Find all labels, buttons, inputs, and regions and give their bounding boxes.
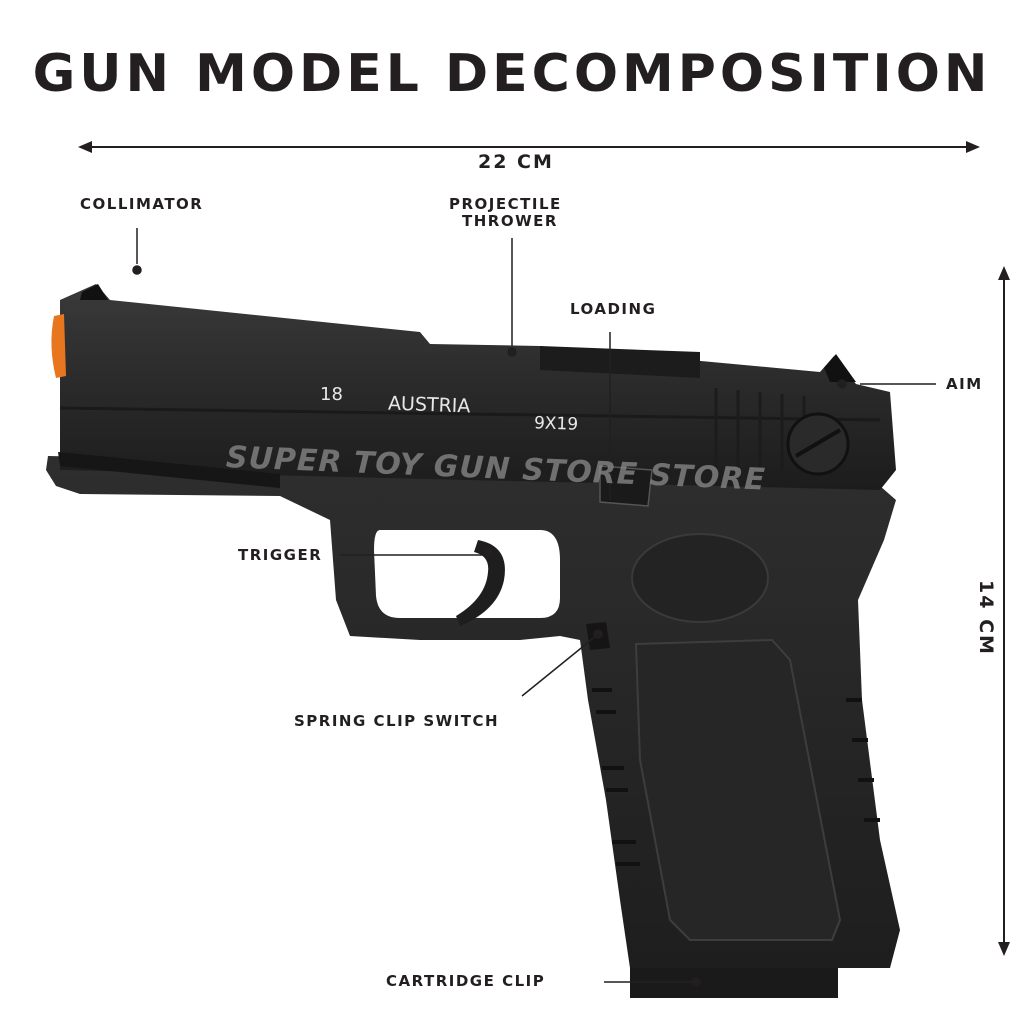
ejection-port	[540, 346, 700, 378]
label-projectile-thrower-line1: PROJECTILE	[449, 195, 562, 213]
spring-clip-switch-button	[586, 622, 610, 650]
rear-sight	[824, 354, 856, 382]
label-aim: AIM	[946, 375, 983, 393]
cartridge-clip-base	[630, 962, 838, 998]
label-cartridge-clip: CARTRIDGE CLIP	[386, 972, 546, 990]
height-dimension-arrow	[998, 266, 1010, 956]
width-dimension-label: 22 CM	[478, 151, 554, 173]
label-projectile-thrower-line2: THROWER	[462, 212, 558, 230]
grip-panel	[634, 638, 842, 941]
diagram-title: GUN MODEL DECOMPOSITION	[32, 44, 992, 104]
thumb-rest	[631, 533, 769, 623]
gun-marking-country: AUSTRIA	[387, 392, 471, 418]
muzzle-tip	[51, 314, 66, 378]
label-trigger: TRIGGER	[238, 546, 323, 564]
watermark: SUPER TOY GUN STORE STORE	[225, 440, 767, 498]
front-sight	[80, 284, 108, 300]
trigger-guard-opening	[374, 530, 560, 618]
label-collimator: COLLIMATOR	[80, 195, 204, 213]
slide-serrations	[714, 388, 806, 470]
grip-serrations	[592, 688, 880, 866]
height-dimension-label: 14 CM	[974, 580, 997, 656]
gun-marking-caliber: 9X19	[533, 413, 579, 435]
trigger	[456, 540, 505, 626]
leader-lines	[132, 228, 936, 987]
label-spring-clip-switch: SPRING CLIP SWITCH	[294, 712, 500, 730]
label-loading: LOADING	[570, 300, 657, 318]
rear-switch-disc	[786, 412, 850, 476]
gun-marking-model: 18	[320, 384, 343, 405]
